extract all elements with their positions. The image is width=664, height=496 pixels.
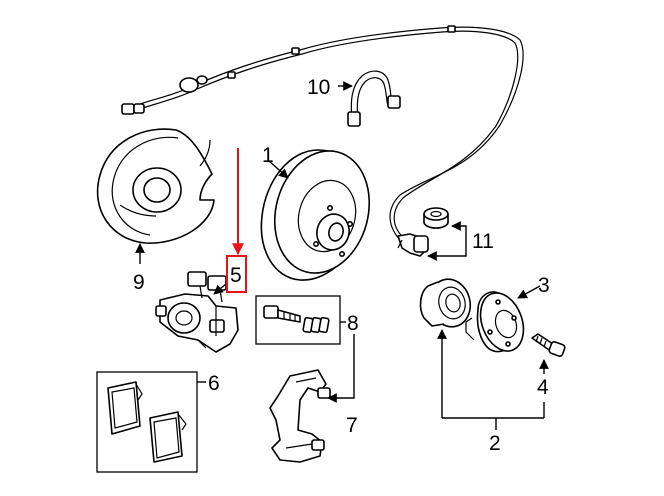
label-hub: 3 xyxy=(538,274,550,297)
brake-pads xyxy=(96,371,198,473)
wheel-hub xyxy=(465,291,525,353)
label-bearing-and-hub: 2 xyxy=(489,432,501,455)
label-abs-sensor: 11 xyxy=(472,230,494,253)
sensor-grommet xyxy=(423,207,449,229)
leader-lines xyxy=(135,81,549,430)
abs-sensor-head xyxy=(397,233,429,257)
caliper-bracket xyxy=(269,369,331,463)
label-guide-pin-kit: 8 xyxy=(347,312,359,335)
abs-sensor-wire xyxy=(121,25,524,243)
caliper-highlight xyxy=(226,148,247,293)
label-brake-disc: 1 xyxy=(262,144,274,167)
label-brake-pads: 6 xyxy=(208,372,220,395)
caliper xyxy=(155,271,239,353)
wheel-bearing xyxy=(419,278,472,328)
part-labels: 1 2 3 4 5 6 7 8 9 10 11 xyxy=(133,76,550,455)
label-caliper: 5 xyxy=(230,264,242,287)
brake-hose xyxy=(347,70,401,127)
label-splash-shield: 9 xyxy=(133,271,145,294)
label-brake-hose: 10 xyxy=(307,76,330,99)
hub-bolt xyxy=(531,333,566,357)
label-caliper-bracket: 7 xyxy=(346,414,358,437)
splash-shield xyxy=(96,128,215,244)
label-hub-bolt: 4 xyxy=(537,376,549,399)
guide-pin-kit xyxy=(255,295,341,345)
brake-disc xyxy=(260,149,371,281)
